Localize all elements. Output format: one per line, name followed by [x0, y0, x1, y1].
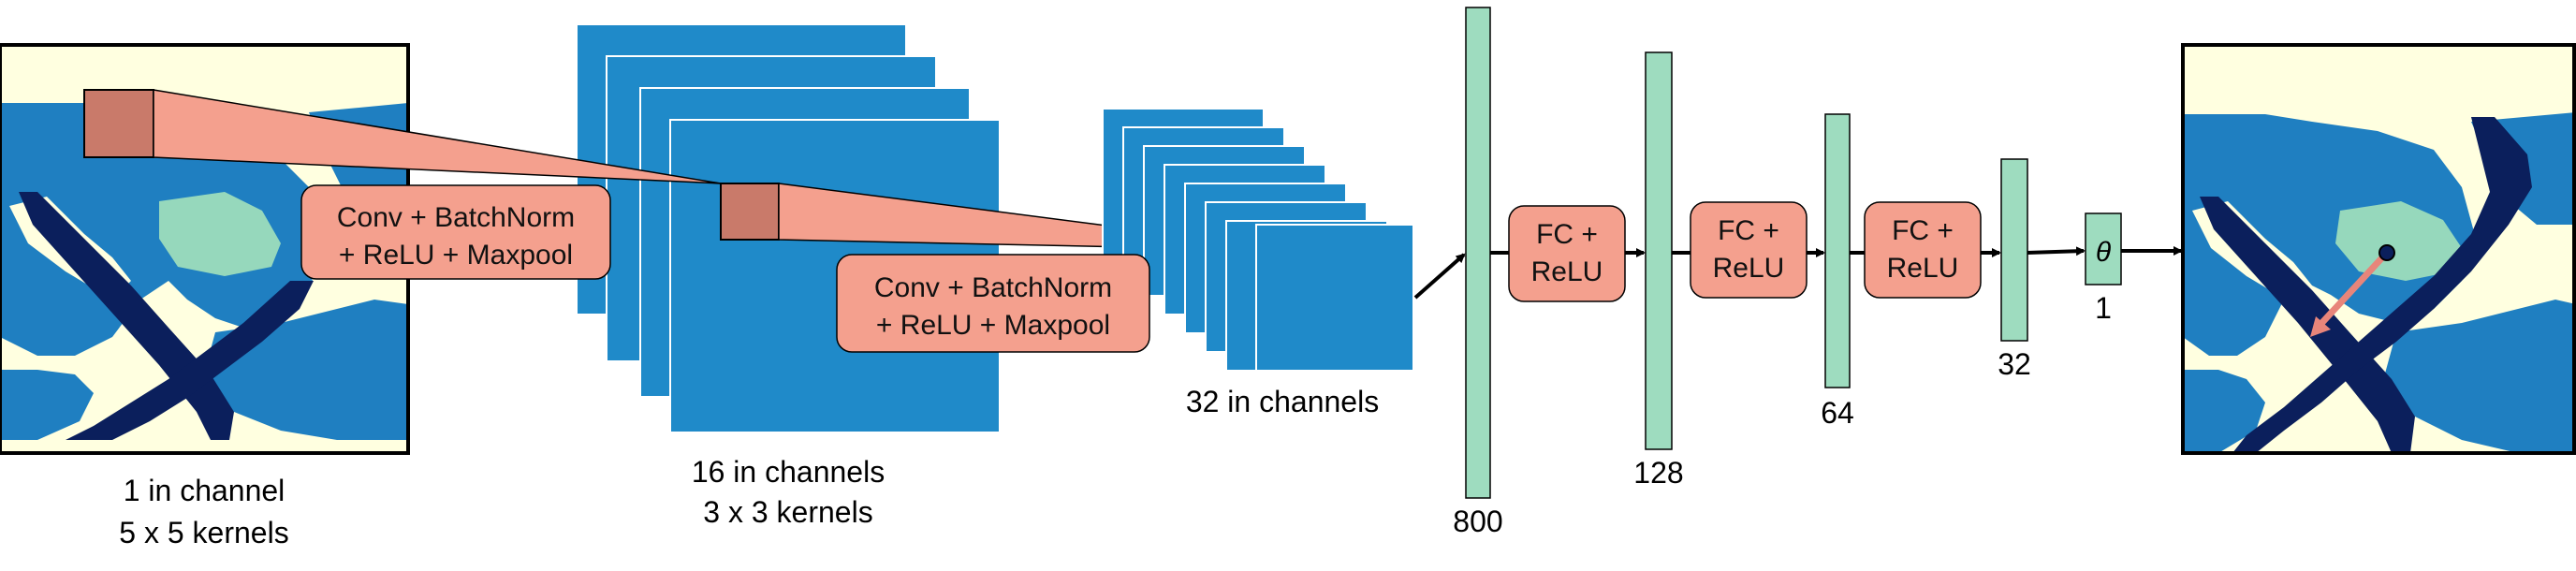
dense-layer-800	[1465, 7, 1491, 499]
dense-arrow-4	[2027, 246, 2086, 256]
dense-128-label: 128	[1633, 456, 1683, 490]
conv-block-2-line1: Conv + BatchNorm	[874, 272, 1112, 303]
fc-block-3-line1: FC +	[1892, 215, 1954, 246]
flatten-arrow	[1413, 253, 1466, 300]
conv-block-1	[300, 184, 611, 280]
conv-block-2	[836, 254, 1150, 353]
output-grid	[2181, 43, 2576, 455]
kernel-patch-3x3	[720, 183, 780, 241]
feature-stack-32	[1102, 108, 1414, 372]
input-kernel-label: 5 x 5 kernels	[119, 516, 288, 549]
conv-block-1-line1: Conv + BatchNorm	[337, 202, 575, 233]
fc-block-3	[1864, 201, 1982, 299]
theta-size-label: 1	[2095, 291, 2112, 325]
fc-block-2-line2: ReLU	[1713, 253, 1785, 284]
dense-64-label: 64	[1821, 396, 1854, 430]
projection-cone-1	[153, 89, 722, 184]
fc-block-1	[1508, 205, 1626, 302]
dense-800-label: 800	[1453, 505, 1502, 538]
dense-32-label: 32	[1998, 347, 2031, 381]
conv-block-2-line2: + ReLU + Maxpool	[876, 310, 1110, 341]
fc-block-2-line1: FC +	[1718, 215, 1779, 246]
stage2-kernel-label: 3 x 3 kernels	[703, 495, 872, 529]
input-channel-label: 1 in channel	[124, 474, 285, 507]
fc-block-1-line2: ReLU	[1531, 256, 1603, 287]
stage3-channel-label: 32 in channels	[1186, 385, 1379, 418]
stage2-channel-label: 16 in channels	[692, 455, 885, 489]
theta-symbol: θ	[2096, 237, 2112, 268]
fc-block-1-line1: FC +	[1536, 219, 1598, 250]
conv-block-1-line2: + ReLU + Maxpool	[339, 240, 573, 271]
fc-block-2	[1690, 201, 1808, 299]
dense-layer-128	[1645, 51, 1673, 450]
theta-node	[2085, 212, 2122, 286]
fc-block-3-line2: ReLU	[1887, 253, 1959, 284]
dense-layer-64	[1824, 113, 1851, 388]
dense-layer-32	[2000, 158, 2028, 342]
